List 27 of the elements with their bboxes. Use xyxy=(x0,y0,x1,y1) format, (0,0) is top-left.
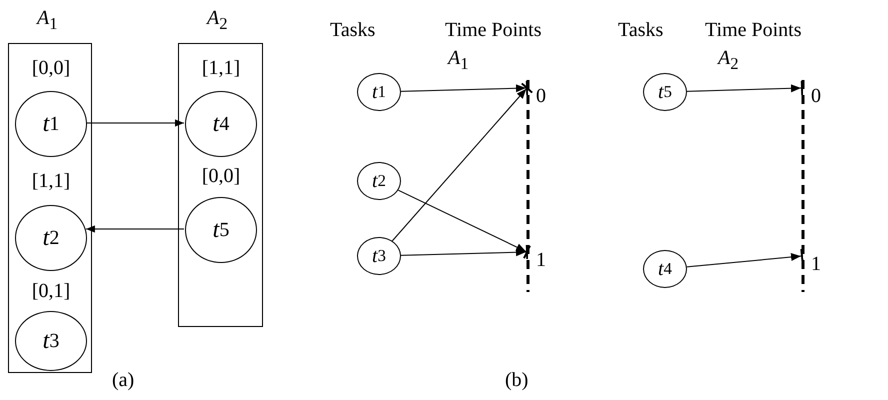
time-point-label: 0 xyxy=(801,84,821,108)
column-heading: Time Points xyxy=(705,18,802,42)
column-heading: Time Points xyxy=(445,18,542,42)
interval-label: [1,1] xyxy=(200,56,242,80)
time-point-label: 1 xyxy=(801,252,821,276)
arrow xyxy=(398,190,532,260)
column-heading: Tasks xyxy=(618,18,664,42)
group-heading: A$_{2}$ xyxy=(207,6,228,35)
interval-label: [0,0] xyxy=(30,56,72,80)
arrow xyxy=(686,248,804,268)
group-heading: A$_{1}$ xyxy=(37,6,58,35)
arrow xyxy=(392,82,534,242)
arrow xyxy=(400,244,528,260)
interval-label: [0,0] xyxy=(200,164,242,188)
panel-label: (b) xyxy=(505,368,528,392)
column-heading: Tasks xyxy=(330,18,376,42)
time-point-label: 0 xyxy=(526,84,546,108)
arrow xyxy=(400,80,528,96)
arrow xyxy=(86,119,184,127)
agent-label: A$_{1}$ xyxy=(448,46,469,75)
interval-label: [0,1] xyxy=(30,279,72,303)
arrow xyxy=(686,80,804,96)
panel-label: (a) xyxy=(112,368,134,392)
agent-label: A$_{2}$ xyxy=(718,46,739,75)
interval-label: [1,1] xyxy=(30,169,72,193)
time-point-label: 1 xyxy=(526,248,546,272)
arrow xyxy=(85,225,184,233)
